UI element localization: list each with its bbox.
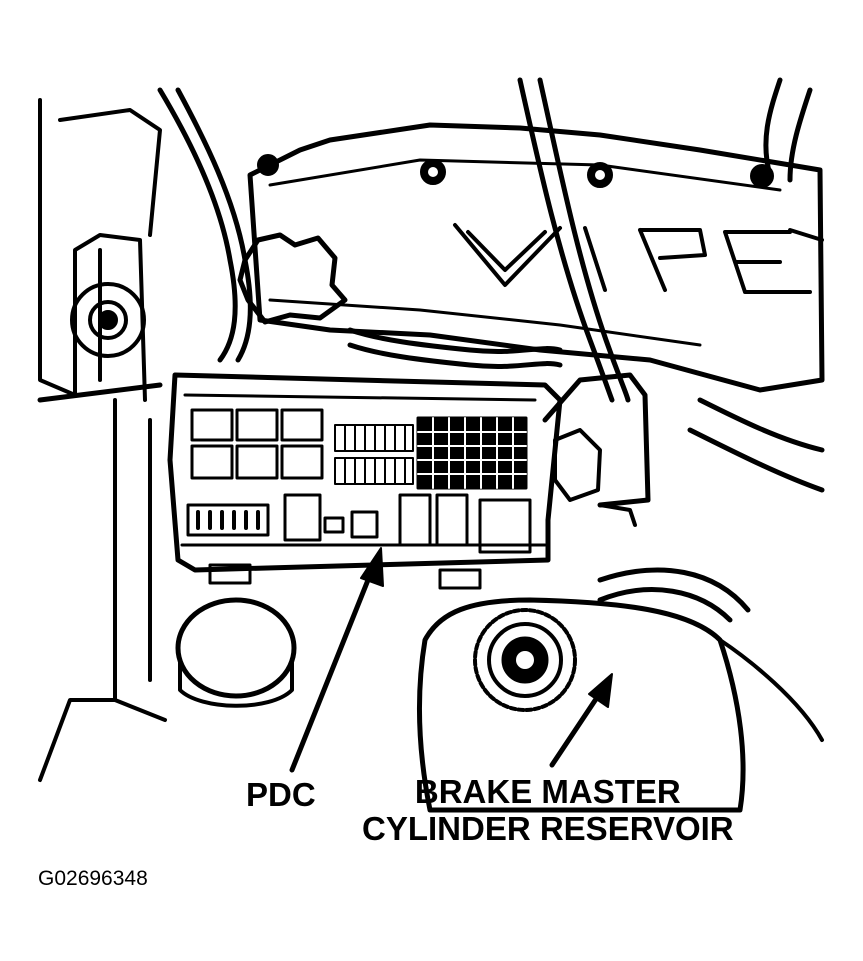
brake-master-cylinder-reservoir-label: BRAKE MASTER CYLINDER RESERVOIR — [362, 773, 734, 848]
pdc-box — [167, 372, 651, 590]
valve-cover — [247, 122, 825, 393]
figure-id: G02696348 — [38, 867, 148, 890]
brake-master-cylinder-reservoir — [417, 597, 824, 813]
left-engine-components — [38, 98, 167, 782]
viper-lettering — [453, 223, 824, 294]
pdc-leader-arrow — [289, 547, 384, 773]
pdc-label: PDC — [246, 776, 316, 813]
brake-label-line-2: CYLINDER RESERVOIR — [362, 809, 734, 847]
coolant-cap — [175, 597, 297, 708]
reservoir-leader-arrow — [549, 673, 613, 768]
wiring-harness — [37, 77, 825, 623]
brake-label-line-1: BRAKE MASTER — [414, 773, 681, 810]
